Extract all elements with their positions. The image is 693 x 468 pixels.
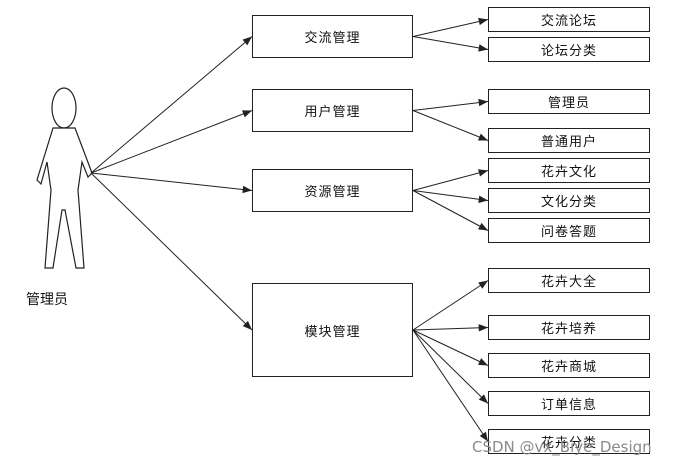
module-communication[interactable]: 交流管理 (252, 15, 413, 58)
leaf-forum[interactable]: 交流论坛 (488, 7, 650, 32)
module-to-leaf-arrow (412, 17, 489, 37)
actor-head (51, 87, 77, 129)
leaf-flower-category[interactable]: 花卉分类 (488, 429, 650, 454)
leaf-flower-encyclopedia[interactable]: 花卉大全 (488, 268, 650, 293)
actor-to-module-arrow (90, 172, 253, 331)
actor-to-module-arrow (90, 36, 253, 174)
module-to-leaf-arrow (412, 98, 489, 111)
leaf-questionnaire[interactable]: 问卷答题 (488, 218, 650, 243)
module-to-leaf-arrow (412, 190, 489, 231)
module-modules[interactable]: 模块管理 (252, 283, 413, 377)
module-to-leaf-arrow (412, 169, 489, 191)
module-to-leaf-arrow (412, 329, 489, 442)
leaf-forum-category[interactable]: 论坛分类 (488, 37, 650, 62)
leaf-regular-user[interactable]: 普通用户 (488, 128, 650, 153)
actor-to-module-arrow (90, 110, 253, 174)
leaf-flower-mall[interactable]: 花卉商城 (488, 353, 650, 378)
leaf-flower-culture[interactable]: 花卉文化 (488, 158, 650, 183)
leaf-flower-cultivation[interactable]: 花卉培养 (488, 315, 650, 340)
module-users[interactable]: 用户管理 (252, 89, 413, 132)
module-to-leaf-arrow (412, 280, 489, 331)
module-to-leaf-arrow (412, 110, 489, 141)
leaf-admin[interactable]: 管理员 (488, 89, 650, 114)
module-to-leaf-arrow (412, 36, 489, 52)
leaf-culture-category[interactable]: 文化分类 (488, 188, 650, 213)
leaf-order-info[interactable]: 订单信息 (488, 391, 650, 416)
watermark: CSDN @vx_Biye_Design (472, 438, 652, 456)
actor-to-module-arrow (90, 172, 253, 194)
module-to-leaf-arrow (412, 329, 489, 366)
actor-body (36, 127, 93, 269)
module-to-leaf-arrow (412, 324, 489, 332)
module-resources[interactable]: 资源管理 (252, 169, 413, 212)
module-to-leaf-arrow (412, 329, 489, 404)
actor-label: 管理员 (26, 292, 68, 308)
module-to-leaf-arrow (412, 190, 489, 203)
